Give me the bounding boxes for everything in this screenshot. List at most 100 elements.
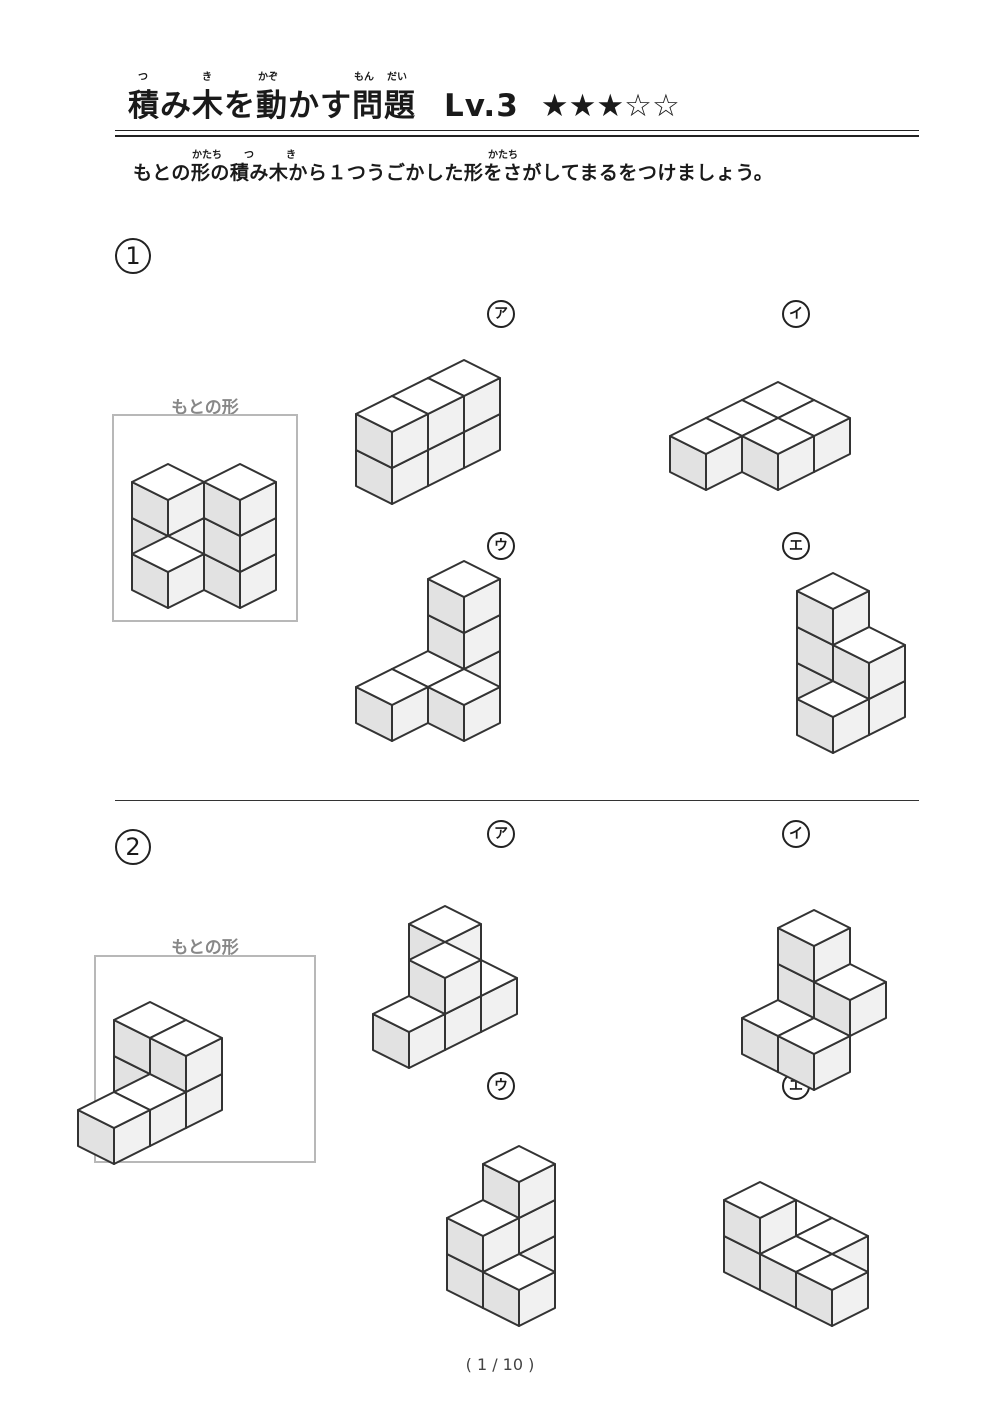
option-u-badge-1[interactable]: ウ bbox=[487, 532, 515, 560]
cube-right-face bbox=[832, 626, 870, 682]
furigana-tsu: つ bbox=[138, 72, 148, 83]
cube-left-face bbox=[427, 650, 465, 706]
cube-top-face bbox=[482, 1145, 556, 1183]
cube-right-face bbox=[832, 698, 870, 754]
original-shape-label-1: もとの形 bbox=[171, 398, 239, 418]
cube-top-face bbox=[482, 1181, 556, 1219]
cube-right-face bbox=[777, 399, 815, 455]
option-u-badge-2[interactable]: ウ bbox=[487, 1072, 515, 1100]
cube-top-face bbox=[482, 1217, 556, 1255]
instruction-text: もとの形の積み木から１つうごかした形をさがしてまるをつけましょう。 bbox=[133, 162, 774, 184]
cube-left-face bbox=[832, 644, 870, 700]
cube-right-face bbox=[777, 435, 815, 491]
cube-top-face bbox=[444, 959, 518, 997]
cube-top-face bbox=[832, 626, 906, 664]
furigana-ki-2: き bbox=[286, 150, 296, 161]
option-e-badge-2[interactable]: エ bbox=[782, 1072, 810, 1100]
option-a-badge-2[interactable]: ア bbox=[487, 820, 515, 848]
cube-top-face bbox=[777, 945, 851, 983]
cube-right-face bbox=[482, 1253, 520, 1309]
cube-top-face bbox=[796, 572, 870, 610]
cube-left-face bbox=[427, 686, 465, 742]
cube-left-face bbox=[391, 431, 429, 487]
cube-right-face bbox=[795, 1253, 833, 1309]
cube-left-face bbox=[355, 449, 393, 505]
cube-top-face bbox=[759, 1235, 833, 1273]
option-a-badge-1[interactable]: ア bbox=[487, 300, 515, 328]
cube-left-face bbox=[759, 1253, 797, 1309]
option-i-badge-1[interactable]: イ bbox=[782, 300, 810, 328]
cube-top-face bbox=[372, 995, 446, 1033]
cube-left-face bbox=[741, 435, 779, 491]
level-label: Lv.3 bbox=[444, 88, 519, 124]
cube-left-face bbox=[408, 995, 446, 1051]
cube-left-face bbox=[832, 680, 870, 736]
cube-top-face bbox=[741, 381, 815, 419]
cube-right-face bbox=[391, 449, 429, 505]
cube-top-face bbox=[795, 1253, 869, 1291]
cube-top-face bbox=[795, 1217, 869, 1255]
cube-left-face bbox=[777, 927, 815, 983]
cube-left-face bbox=[669, 435, 707, 491]
original-shape-label-2: もとの形 bbox=[171, 938, 239, 958]
cube-top-face bbox=[391, 377, 465, 415]
cube-top-face bbox=[759, 1199, 833, 1237]
title-double-rule bbox=[115, 130, 919, 137]
cube-left-face bbox=[723, 1199, 761, 1255]
cube-left-face bbox=[408, 959, 446, 1015]
cube-top-face bbox=[777, 981, 851, 1019]
cube-right-face bbox=[832, 662, 870, 718]
cube-left-face bbox=[446, 1217, 484, 1273]
cube-right-face bbox=[741, 417, 779, 473]
cube-right-face bbox=[444, 959, 482, 1015]
cube-left-face bbox=[723, 1235, 761, 1291]
cube-left-face bbox=[444, 977, 482, 1033]
cube-top-face bbox=[355, 431, 429, 469]
cube-right-face bbox=[795, 1217, 833, 1273]
question-number-2: 2 bbox=[115, 829, 151, 865]
cube-right-face bbox=[868, 680, 906, 736]
cube-left-face bbox=[759, 1217, 797, 1273]
cube-top-face bbox=[408, 905, 482, 943]
cube-left-face bbox=[446, 1253, 484, 1309]
cube-left-face bbox=[427, 578, 465, 634]
cube-top-face bbox=[832, 662, 906, 700]
cube-top-face bbox=[427, 395, 501, 433]
cube-right-face bbox=[849, 981, 887, 1037]
furigana-dai: だい bbox=[387, 72, 407, 83]
cube-right-face bbox=[518, 1163, 556, 1219]
cube-left-face bbox=[482, 1271, 520, 1327]
cube-right-face bbox=[831, 1271, 869, 1327]
option-i-badge-2[interactable]: イ bbox=[782, 820, 810, 848]
cube-left-face bbox=[796, 698, 834, 754]
cube-top-face bbox=[391, 413, 465, 451]
cube-right-face bbox=[408, 1013, 446, 1069]
option-e-badge-1[interactable]: エ bbox=[782, 532, 810, 560]
cube-top-face bbox=[723, 1217, 797, 1255]
cube-left-face bbox=[795, 1235, 833, 1291]
difficulty-stars: ★★★☆☆ bbox=[540, 88, 680, 124]
cube-right-face bbox=[868, 644, 906, 700]
cube-right-face bbox=[427, 668, 465, 724]
cube-left-face bbox=[741, 1017, 779, 1073]
cube-top-face bbox=[408, 941, 482, 979]
cube-left-face bbox=[796, 662, 834, 718]
cube-right-face bbox=[444, 959, 482, 1015]
cube-top-face bbox=[777, 909, 851, 947]
cube-left-face bbox=[391, 668, 429, 724]
cube-right-face bbox=[463, 650, 501, 706]
cube-right-face bbox=[813, 963, 851, 1019]
cube-left-face bbox=[796, 590, 834, 646]
cube-left-face bbox=[777, 417, 815, 473]
cube-right-face bbox=[831, 1235, 869, 1291]
